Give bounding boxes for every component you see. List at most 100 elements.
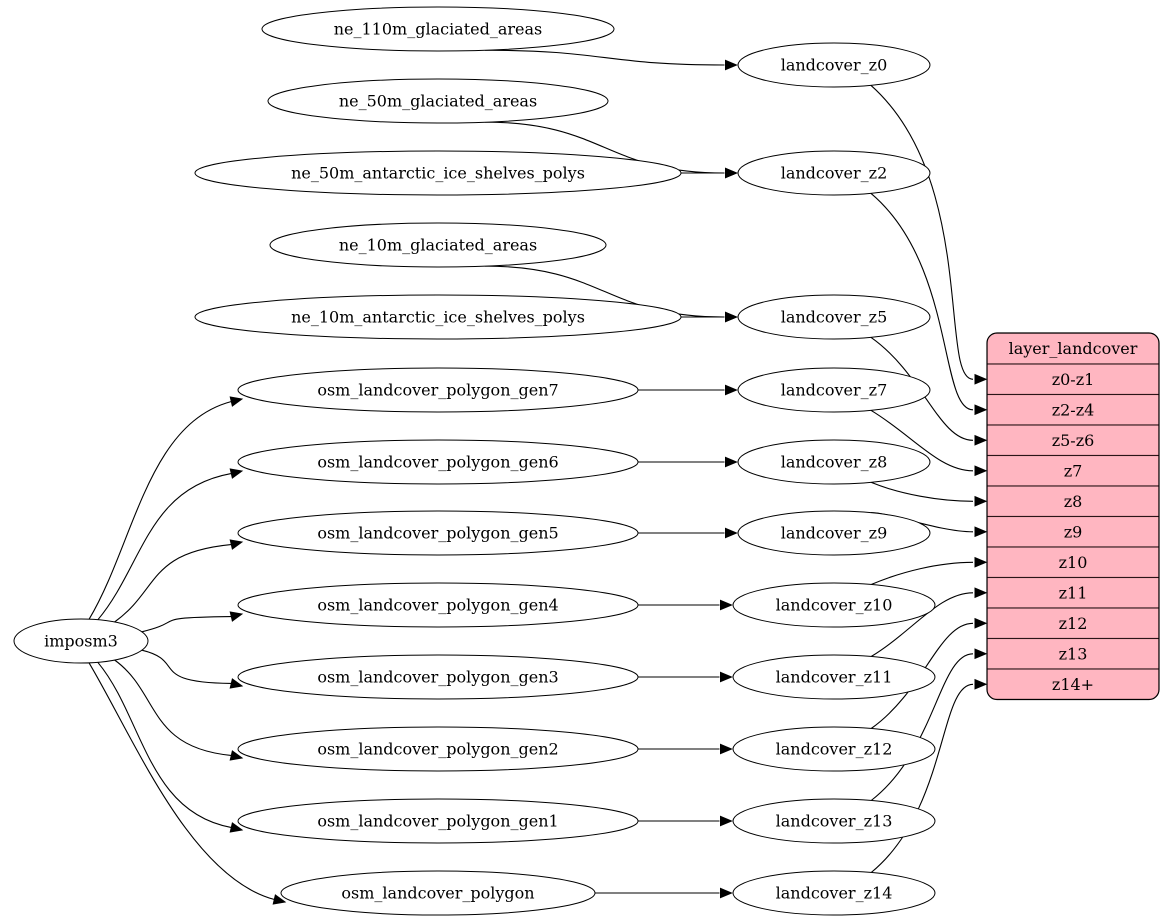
edge-osm_landcover_polygon_gen3-to-landcover_z11 [638,671,733,683]
table-row-z12[interactable] [987,607,1159,640]
edge-imposm3-to-osm_landcover_polygon [88,662,287,905]
node-shape-osm_landcover_polygon_gen2 [237,726,639,772]
node-landcover_z7[interactable]: landcover_z7 [737,367,931,413]
edge-line [97,473,232,621]
node-ne_50m_glaciated_areas[interactable]: ne_50m_glaciated_areas [267,78,609,124]
edge-imposm3-to-osm_landcover_polygon_gen1 [97,661,244,833]
arrow-head [725,456,738,468]
table-row-z10[interactable] [987,546,1159,579]
arrow-head [974,495,988,507]
edge-line [870,409,974,472]
arrow-head [974,617,988,629]
node-osm_landcover_polygon_gen3[interactable]: osm_landcover_polygon_gen3 [237,654,639,700]
table-outline [986,332,1160,701]
table-row-z8[interactable] [987,485,1159,518]
arrow-head [974,465,988,477]
node-landcover_z5[interactable]: landcover_z5 [737,294,931,340]
table-row-z0-z1[interactable] [987,363,1159,396]
arrow-head [725,311,738,323]
node-osm_landcover_polygon_gen6[interactable]: osm_landcover_polygon_gen6 [237,439,639,485]
node-shape-ne_10m_antarctic_ice_shelves_polys [194,294,682,340]
node-landcover_z14[interactable]: landcover_z14 [732,870,936,916]
table-row-z9[interactable] [987,515,1159,548]
table-row-z2-z4[interactable] [987,393,1159,426]
edge-osm_landcover_polygon_gen2-to-landcover_z12 [637,743,733,755]
node-osm_landcover_polygon_gen7[interactable]: osm_landcover_polygon_gen7 [237,367,639,413]
node-shape-landcover_z7 [737,367,931,413]
edge-landcover_z13-to-z13 [870,648,988,801]
node-osm_landcover_polygon_gen4[interactable]: osm_landcover_polygon_gen4 [237,582,639,628]
arrow-head [229,750,244,761]
edge-landcover_z10-to-z10 [870,556,988,586]
edge-line [141,649,232,684]
node-osm_landcover_polygon[interactable]: osm_landcover_polygon [280,870,596,916]
node-landcover_z2[interactable]: landcover_z2 [737,150,931,196]
edge-line [870,481,974,502]
edge-landcover_z5-to-z5-z6 [870,336,988,446]
arrow-head [974,556,988,568]
edge-osm_landcover_polygon_gen1-to-landcover_z13 [638,815,733,827]
node-osm_landcover_polygon_gen5[interactable]: osm_landcover_polygon_gen5 [237,510,639,556]
edge-ne_10m_antarctic_ice_shelves_polys-to-landcover_z5 [681,311,738,323]
node-shape-osm_landcover_polygon_gen5 [237,510,639,556]
node-landcover_z12[interactable]: landcover_z12 [732,726,936,772]
edge-imposm3-to-osm_landcover_polygon_gen6 [97,468,244,621]
table-row-z7[interactable] [987,454,1159,487]
node-shape-osm_landcover_polygon_gen7 [237,367,639,413]
arrow-head [720,815,733,827]
arrow-head [720,743,733,755]
node-landcover_z9[interactable]: landcover_z9 [737,510,931,556]
node-shape-osm_landcover_polygon_gen3 [237,654,639,700]
arrow-head [974,434,988,446]
node-landcover_z13[interactable]: landcover_z13 [732,798,936,844]
edge-osm_landcover_polygon_gen4-to-landcover_z10 [638,599,733,611]
arrow-head [725,167,738,179]
layer-landcover-table: layer_landcoverz0-z1z2-z4z5-z6z7z8z9z10z… [986,332,1160,701]
arrow-head [720,671,733,683]
node-landcover_z8[interactable]: landcover_z8 [737,439,931,485]
node-ne_10m_antarctic_ice_shelves_polys[interactable]: ne_10m_antarctic_ice_shelves_polys [194,294,682,340]
edge-line [870,336,974,441]
node-landcover_z11[interactable]: landcover_z11 [732,654,936,700]
node-shape-landcover_z13 [732,798,936,844]
node-imposm3[interactable]: imposm3 [13,618,149,664]
table-row-z11[interactable] [987,576,1159,609]
table-row-z14+[interactable] [987,668,1159,700]
node-osm_landcover_polygon_gen2[interactable]: osm_landcover_polygon_gen2 [237,726,639,772]
table-row-z5-z6[interactable] [987,424,1159,457]
arrow-head [974,678,988,690]
edge-line [870,192,974,411]
node-shape-osm_landcover_polygon [280,870,596,916]
node-shape-landcover_z14 [732,870,936,916]
edge-line [141,616,232,633]
edge-landcover_z8-to-z8 [870,481,988,507]
arrow-head [720,599,733,611]
arrow-head [974,526,988,538]
edge-line [88,401,232,620]
edge-line [97,661,232,828]
edge-landcover_z14-to-z14+ [870,678,988,873]
edge-landcover_z0-to-z0-z1 [870,84,988,385]
node-shape-landcover_z0 [737,42,931,88]
node-landcover_z0[interactable]: landcover_z0 [737,42,931,88]
node-ne_10m_glaciated_areas[interactable]: ne_10m_glaciated_areas [269,222,607,268]
table-header-cell [987,333,1159,365]
node-shape-ne_50m_antarctic_ice_shelves_polys [194,150,682,196]
node-osm_landcover_polygon_gen1[interactable]: osm_landcover_polygon_gen1 [237,798,639,844]
table-cells: layer_landcoverz0-z1z2-z4z5-z6z7z8z9z10z… [987,333,1159,700]
edge-landcover_z12-to-z12 [870,617,988,729]
node-ne_50m_antarctic_ice_shelves_polys[interactable]: ne_50m_antarctic_ice_shelves_polys [194,150,682,196]
edge-line [870,653,974,801]
node-shape-osm_landcover_polygon_gen4 [237,582,639,628]
node-shape-landcover_z8 [737,439,931,485]
edge-landcover_z7-to-z7 [870,409,988,477]
node-shape-landcover_z12 [732,726,936,772]
node-ne_110m_glaciated_areas[interactable]: ne_110m_glaciated_areas [261,6,615,52]
edge-osm_landcover_polygon-to-landcover_z14 [594,887,733,899]
arrow-head [725,59,738,71]
arrow-head [229,396,244,407]
table-row-z13[interactable] [987,637,1159,670]
node-landcover_z10[interactable]: landcover_z10 [732,582,936,628]
edges-layer [88,49,988,905]
